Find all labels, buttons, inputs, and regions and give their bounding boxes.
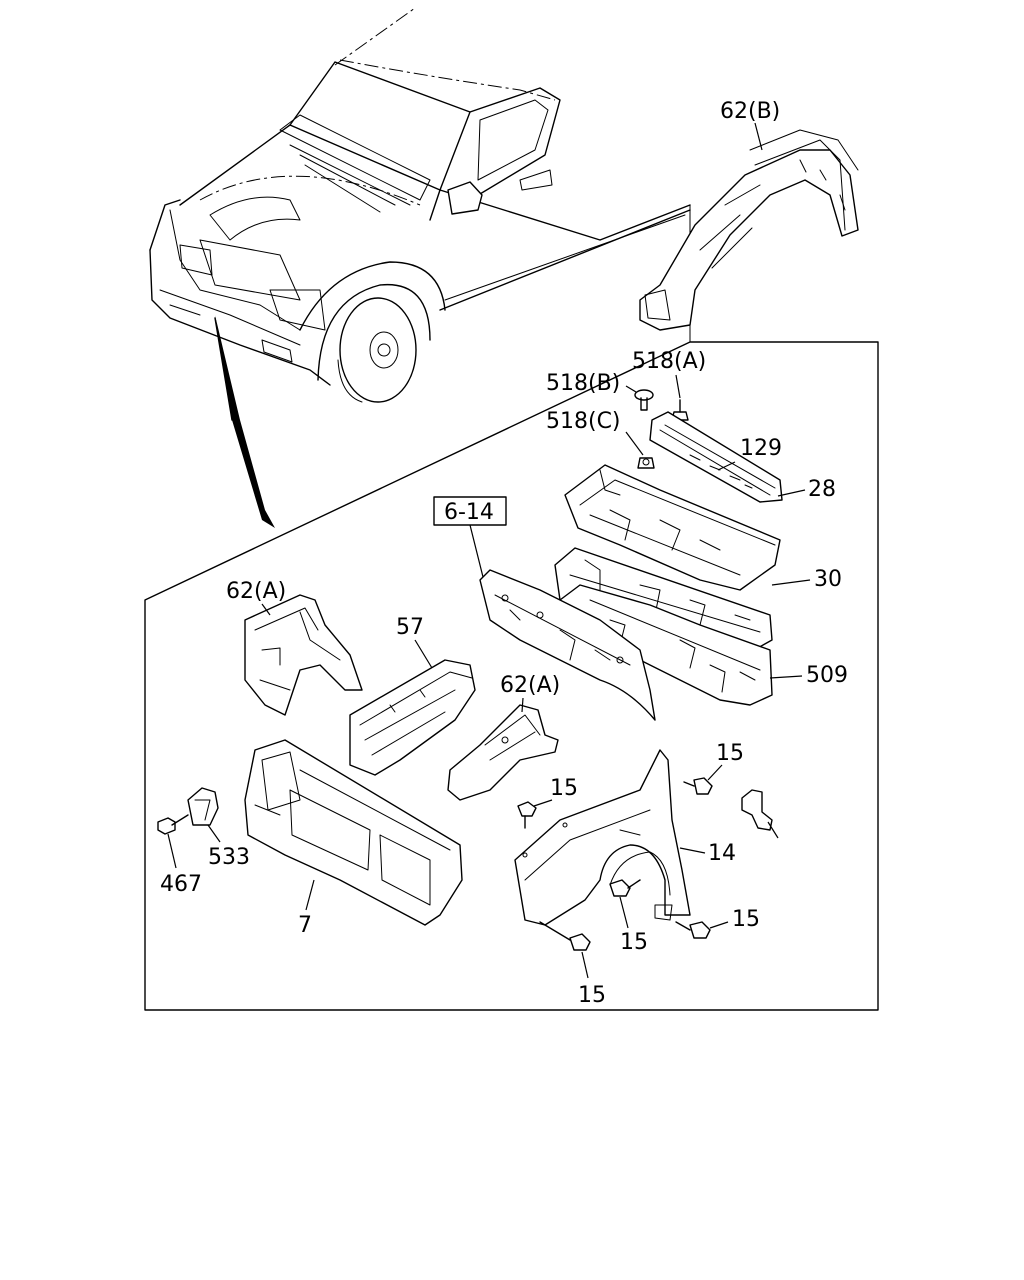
label-bracket-533: 533: [208, 845, 250, 870]
label-dash-lower: 509: [806, 663, 848, 688]
bolt-wheel[interactable]: [609, 879, 641, 897]
vehicle-overview: [149, 7, 691, 528]
part-wheelhouse-right[interactable]: [447, 704, 559, 801]
bolt-fender-left[interactable]: [517, 801, 537, 829]
label-bolt-bottom: 15: [578, 983, 606, 1008]
label-radiator-support: 7: [298, 913, 312, 938]
label-cowl-cover: 129: [740, 436, 782, 461]
label-fender: 14: [708, 841, 736, 866]
part-nut-467[interactable]: [157, 814, 189, 835]
label-ref-box: 6-14: [444, 500, 494, 525]
label-bolt-right-low: 15: [732, 907, 760, 932]
label-clip-a: 518(A): [632, 349, 706, 374]
part-clip-c[interactable]: [637, 457, 655, 469]
part-cowl-mid[interactable]: [554, 547, 773, 656]
bolt-bottom[interactable]: [539, 921, 591, 951]
part-cowl-cover[interactable]: [649, 411, 783, 503]
label-nut-467: 467: [160, 872, 202, 897]
part-support-bracket[interactable]: [349, 659, 476, 776]
part-cowl-top[interactable]: [564, 464, 781, 591]
label-cowl-top: 28: [808, 477, 836, 502]
label-support-bracket: 57: [396, 615, 424, 640]
part-clip-b[interactable]: [634, 389, 654, 411]
bolt-fender-top[interactable]: [683, 777, 713, 795]
label-wheelhouse-rear: 62(B): [720, 99, 780, 124]
detail-frame: [144, 341, 879, 1011]
label-bolt-wheel: 15: [620, 930, 648, 955]
part-wheelhouse-left[interactable]: [244, 594, 363, 716]
part-bracket-639[interactable]: [741, 789, 773, 831]
ref-box[interactable]: 6-14: [433, 496, 507, 526]
part-radiator-support[interactable]: [244, 739, 463, 926]
label-bolt-fender-left: 15: [550, 776, 578, 801]
label-clip-b: 518(B): [546, 371, 620, 396]
label-clip-c: 518(C): [546, 409, 621, 434]
label-cowl-mid: 30: [814, 567, 842, 592]
part-fender[interactable]: [514, 749, 691, 926]
label-wheelhouse-right: 62(A): [500, 673, 560, 698]
part-dash-panel[interactable]: [479, 569, 656, 721]
part-wheelhouse-rear[interactable]: [639, 129, 859, 331]
part-bracket-533[interactable]: [187, 787, 219, 826]
label-bolt-fender-top: 15: [716, 741, 744, 766]
bolt-right-low[interactable]: [675, 921, 711, 939]
label-wheelhouse-left: 62(A): [226, 579, 286, 604]
